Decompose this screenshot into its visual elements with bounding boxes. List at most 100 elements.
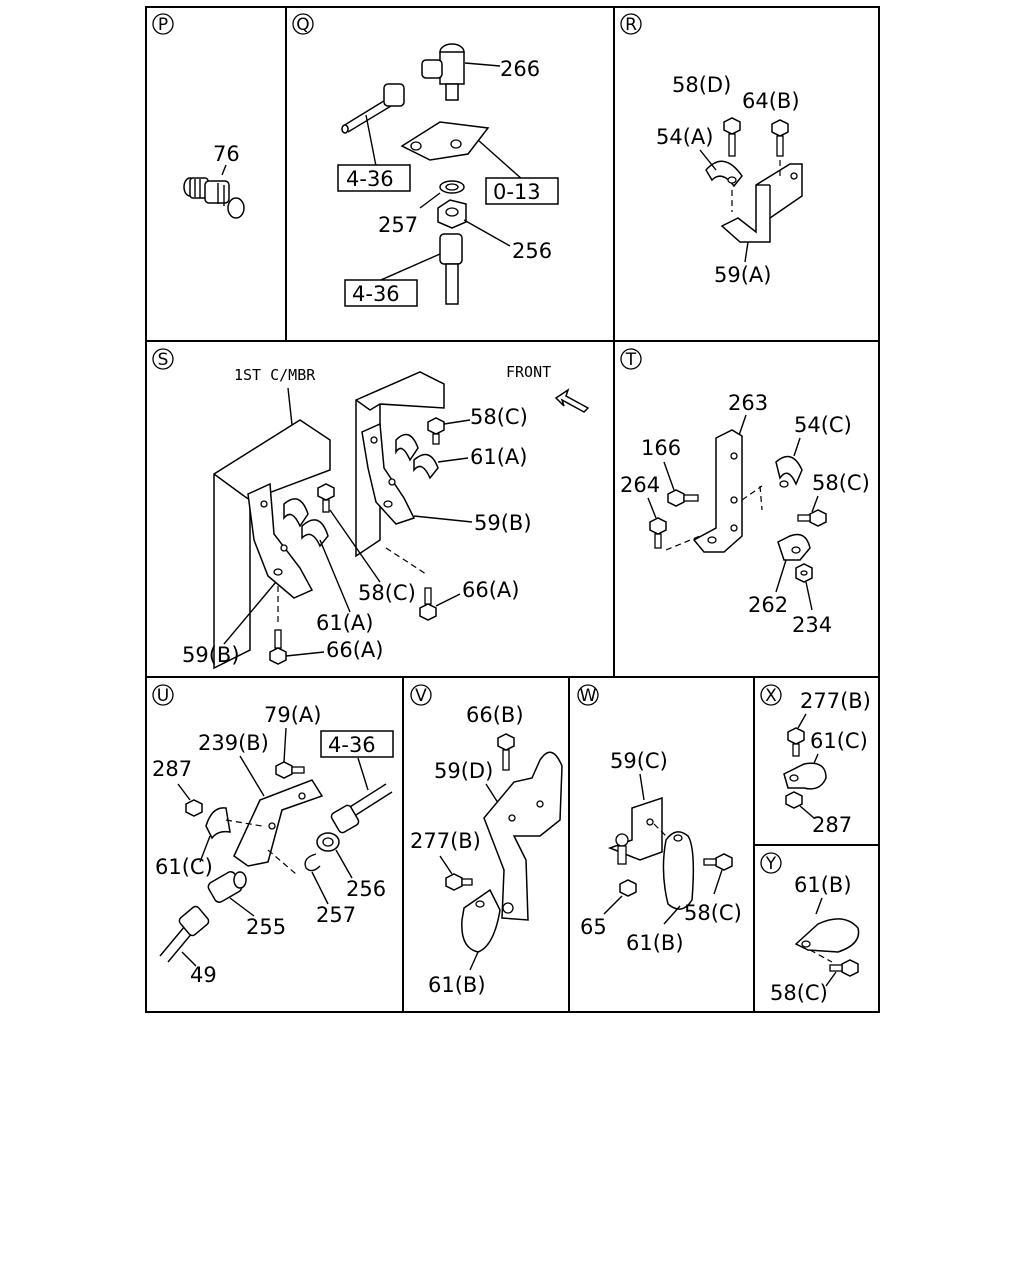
part-label: 263 bbox=[728, 391, 768, 415]
connector-76-drawing bbox=[183, 177, 245, 219]
bracket-plate-drawing bbox=[400, 121, 490, 161]
part-label: 287 bbox=[152, 757, 192, 781]
bolt-drawing bbox=[703, 853, 733, 871]
part-label: 277(B) bbox=[800, 689, 871, 713]
fitting-drawing bbox=[207, 871, 247, 903]
panel-v: V 66(B) 59(D) 277(B) 61(B) bbox=[410, 684, 563, 997]
bracket-drawing bbox=[233, 779, 324, 867]
bolt-drawing bbox=[667, 489, 699, 507]
ref-label: 0-13 bbox=[493, 180, 541, 204]
ref-box bbox=[337, 164, 411, 192]
part-label: 58(C) bbox=[470, 405, 528, 429]
bolt-drawing bbox=[787, 727, 805, 757]
bracket-drawing bbox=[607, 796, 663, 865]
bolt-drawing bbox=[771, 119, 789, 157]
panel-x: X 277(B) 61(C) 287 bbox=[760, 684, 871, 837]
part-label: 61(B) bbox=[428, 973, 486, 997]
bracket-drawing bbox=[720, 163, 803, 243]
panel-letter: V bbox=[415, 686, 427, 706]
part-label: 59(A) bbox=[714, 263, 771, 287]
part-label: 79(A) bbox=[264, 703, 321, 727]
part-label: 256 bbox=[512, 239, 552, 263]
ref-label: 4-36 bbox=[352, 282, 400, 306]
part-label: 255 bbox=[246, 915, 286, 939]
bolt-drawing bbox=[797, 509, 827, 527]
bracket-drawing bbox=[483, 751, 563, 921]
panel-letter: P bbox=[158, 15, 168, 35]
bracket-right-drawing bbox=[361, 422, 416, 525]
bracket-drawing bbox=[692, 429, 743, 553]
clip-drawing bbox=[775, 455, 803, 488]
part-label: 59(D) bbox=[434, 759, 493, 783]
nut-drawing bbox=[795, 563, 813, 583]
part-label: 66(A) bbox=[326, 638, 383, 662]
bolt-drawing bbox=[497, 733, 515, 771]
nut-drawing bbox=[437, 199, 467, 229]
clip-drawing bbox=[705, 160, 743, 188]
part-label: 61(B) bbox=[794, 873, 852, 897]
clip-drawing bbox=[205, 807, 231, 840]
part-label: 239(B) bbox=[198, 731, 269, 755]
bolt-drawing bbox=[269, 629, 287, 665]
part-label: 59(B) bbox=[474, 511, 532, 535]
ref-label: 4-36 bbox=[346, 167, 394, 191]
pipe-upper-drawing bbox=[341, 83, 405, 134]
part-label: 54(C) bbox=[794, 413, 852, 437]
bolt-drawing bbox=[427, 417, 445, 445]
banjo-fitting-drawing bbox=[421, 43, 465, 101]
clip-drawing bbox=[662, 831, 695, 910]
caption-first-crossmember: 1ST C/MBR bbox=[234, 366, 316, 384]
ref-box bbox=[485, 177, 559, 205]
bolt-drawing bbox=[829, 959, 859, 977]
panel-letter: R bbox=[625, 15, 637, 35]
part-label: 76 bbox=[213, 142, 240, 166]
part-label: 61(A) bbox=[316, 611, 373, 635]
part-label: 64(B) bbox=[742, 89, 800, 113]
snap-ring-drawing bbox=[304, 853, 321, 872]
part-label: 58(C) bbox=[684, 901, 742, 925]
clip-drawing bbox=[777, 533, 811, 561]
bolt-drawing bbox=[649, 517, 667, 549]
part-label: 277(B) bbox=[410, 829, 481, 853]
caption-front: FRONT bbox=[506, 363, 551, 381]
part-label: 262 bbox=[748, 593, 788, 617]
clip-drawing bbox=[794, 918, 860, 953]
part-label: 234 bbox=[792, 613, 832, 637]
panel-letter-circle bbox=[152, 13, 174, 35]
part-label: 287 bbox=[812, 813, 852, 837]
bolt-drawing bbox=[317, 483, 335, 513]
panel-w: W 59(C) 65 58(C) 61(B) bbox=[577, 684, 742, 955]
panel-t: T 263 166 264 54(C) 58(C) bbox=[620, 348, 870, 637]
panel-u: U 79(A) 239(B) 4-36 287 61(C) bbox=[152, 684, 394, 987]
clip-drawing bbox=[461, 888, 501, 953]
bracket-left-drawing bbox=[247, 482, 314, 599]
part-label: 256 bbox=[346, 877, 386, 901]
panel-q: Q 266 4-36 0-13 257 bbox=[292, 13, 559, 307]
ref-label: 4-36 bbox=[328, 733, 376, 757]
panel-letter: S bbox=[158, 350, 169, 370]
part-label: 54(A) bbox=[656, 125, 713, 149]
clip-right-drawing bbox=[395, 433, 439, 480]
part-label: 66(A) bbox=[462, 578, 519, 602]
nut-drawing bbox=[785, 791, 803, 809]
part-label: 66(B) bbox=[466, 703, 524, 727]
bolt-drawing bbox=[419, 587, 437, 621]
nut-drawing bbox=[185, 799, 203, 817]
part-label: 61(A) bbox=[470, 445, 527, 469]
panel-y: Y 61(B) 58(C) bbox=[760, 852, 860, 1005]
nut-drawing bbox=[619, 879, 637, 897]
part-label: 49 bbox=[190, 963, 217, 987]
panel-letter: Y bbox=[765, 854, 777, 874]
panel-letter: U bbox=[157, 686, 169, 706]
panel-p: P 76 bbox=[152, 13, 245, 219]
part-label: 58(C) bbox=[358, 581, 416, 605]
ref-box bbox=[320, 730, 394, 758]
part-label: 257 bbox=[378, 213, 418, 237]
part-label: 266 bbox=[500, 57, 540, 81]
pipe-drawing bbox=[159, 905, 210, 963]
part-label: 58(D) bbox=[672, 73, 731, 97]
bolt-drawing bbox=[275, 761, 305, 779]
part-label: 61(C) bbox=[810, 729, 868, 753]
panel-s: S 1ST C/MBR FRONT bbox=[152, 348, 590, 670]
